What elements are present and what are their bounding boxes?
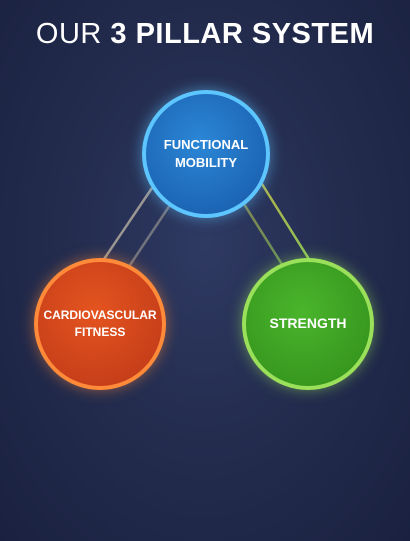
link-mobility-cardio-inner: [126, 204, 172, 269]
title-emphasis: 3 PILLAR SYSTEM: [110, 18, 375, 50]
pillar-cardiovascular-fitness-label: CARDIOVASCULAR FITNESS: [43, 308, 157, 339]
link-mobility-cardio-outer: [96, 187, 154, 269]
page-title: OUR 3 PILLAR SYSTEM: [0, 18, 410, 51]
pillar-functional-mobility-label: FUNCTIONAL MOBILITY: [163, 136, 249, 170]
link-mobility-strength-outer: [260, 183, 314, 265]
pillar-strength: STRENGTH: [242, 258, 374, 390]
pillar-strength-label: STRENGTH: [269, 315, 347, 332]
pillar-cardiovascular-fitness: CARDIOVASCULAR FITNESS: [34, 258, 166, 390]
title-prefix: OUR: [35, 18, 102, 50]
pillar-functional-mobility: FUNCTIONAL MOBILITY: [142, 90, 270, 218]
link-mobility-strength-inner: [242, 203, 285, 267]
